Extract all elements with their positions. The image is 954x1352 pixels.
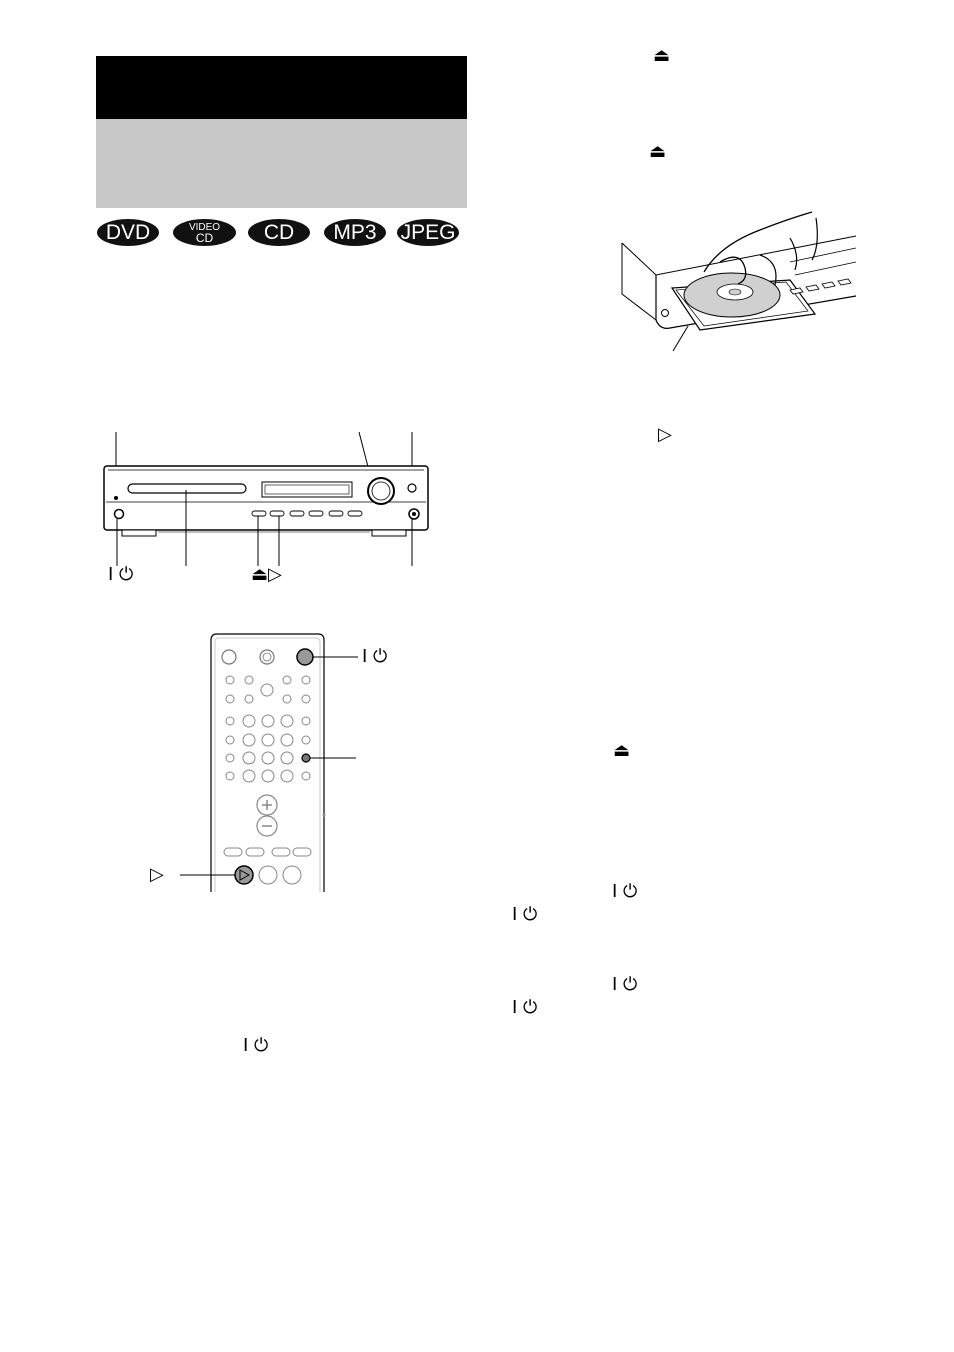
jpeg-badge-label: JPEG [400, 220, 456, 244]
power-symbol-unit: I ⏻ [108, 564, 134, 585]
power-symbol-note1: I ⏻ [612, 881, 638, 902]
mp3-badge-label: MP3 [333, 220, 377, 244]
play-symbol-remote: ▷ [150, 864, 164, 885]
video-cd-badge: VIDEO CD [173, 219, 236, 246]
power-symbol-note4: I ⏻ [512, 997, 538, 1018]
mp3-badge: MP3 [324, 219, 386, 246]
dvd-badge-label: DVD [105, 220, 151, 244]
dvd-badge: DVD [97, 219, 159, 246]
play-symbol-unit: ▷ [268, 564, 282, 585]
power-symbol-remote: I ⏻ [362, 646, 388, 667]
eject-symbol-step2: ⏏ [649, 141, 667, 162]
eject-symbol-step1: ⏏ [653, 45, 671, 66]
eject-symbol-step4: ⏏ [613, 740, 631, 761]
play-symbol-step3: ▷ [658, 424, 672, 445]
section-title-bar [96, 56, 467, 119]
eject-symbol-unit: ⏏ [251, 564, 269, 585]
jpeg-badge: JPEG [397, 219, 459, 246]
power-symbol-left-text: I ⏻ [243, 1035, 269, 1056]
section-subtitle-bar [96, 119, 467, 208]
power-symbol-note3: I ⏻ [612, 974, 638, 995]
video-cd-badge-bottom: CD [195, 230, 214, 245]
video-cd-badge-top: VIDEO [188, 221, 221, 233]
cd-badge-label: CD [263, 220, 295, 244]
power-symbol-note2: I ⏻ [512, 904, 538, 925]
cd-badge: CD [248, 219, 310, 246]
